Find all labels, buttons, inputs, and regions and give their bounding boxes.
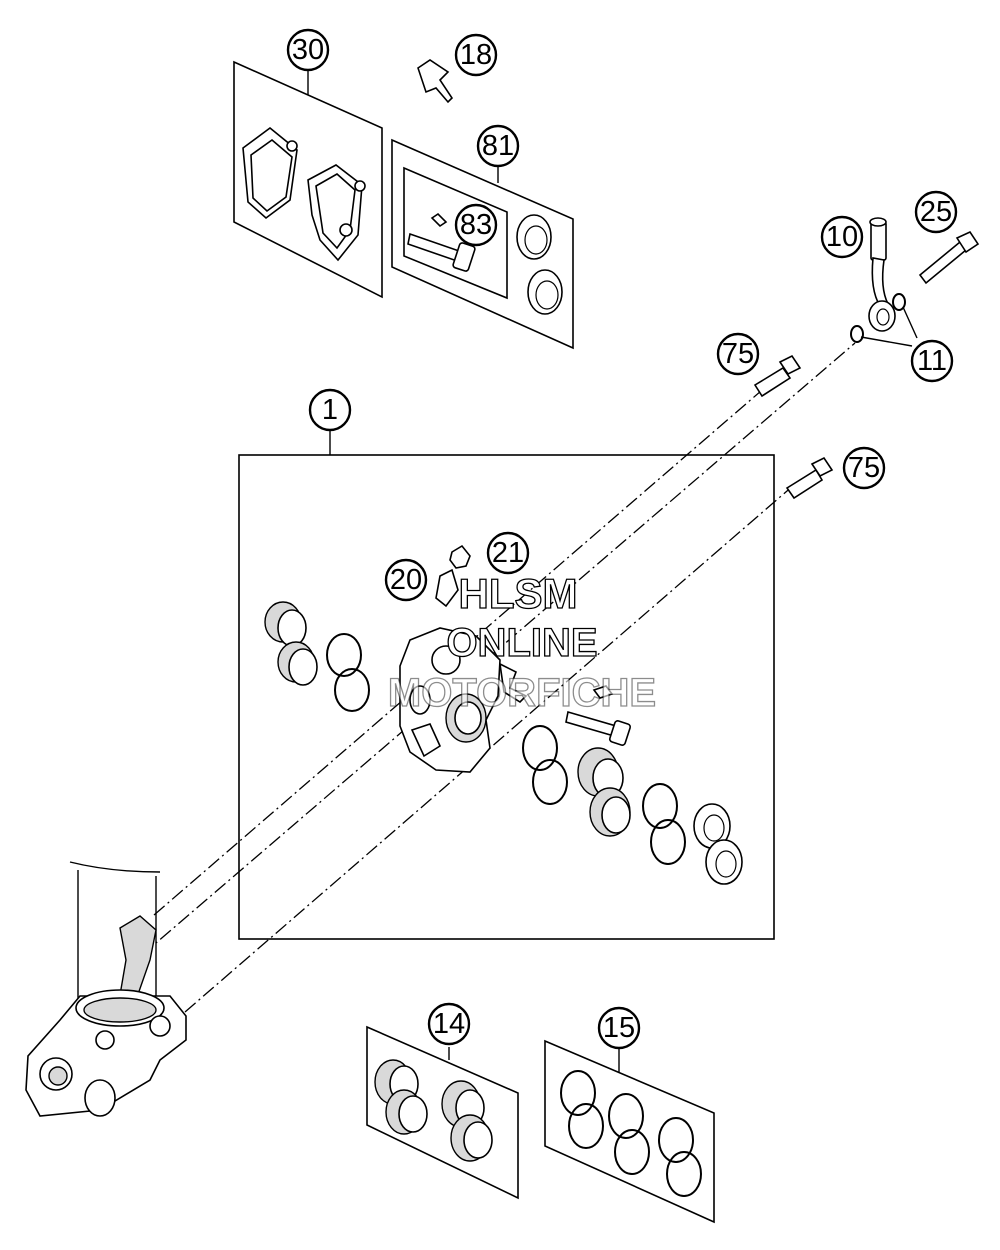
banjo-bolt-25 <box>918 230 980 285</box>
callout-75-lower-label: 75 <box>848 452 880 484</box>
callout-20: 20 <box>384 558 428 602</box>
seals-left <box>326 633 370 712</box>
seals-right <box>522 725 686 865</box>
callout-1-label: 1 <box>322 394 338 426</box>
callout-21: 21 <box>486 531 530 575</box>
callout-75-lower: 75 <box>842 446 886 490</box>
banjo-fitting-10 <box>868 217 896 332</box>
callout-25-label: 25 <box>920 196 952 228</box>
callout-11-label: 11 <box>917 345 947 377</box>
brake-pad-left <box>242 126 298 220</box>
piston-kit-14 <box>374 1059 493 1162</box>
pad-pin-83 <box>407 212 476 272</box>
callout-15-label: 15 <box>603 1012 635 1044</box>
callout-15: 15 <box>597 1006 641 1050</box>
bolt-75-upper <box>753 354 802 398</box>
bleeder-20 <box>435 568 459 608</box>
callout-14: 14 <box>427 1002 471 1046</box>
callout-18-label: 18 <box>460 39 492 71</box>
callout-81-label: 81 <box>482 130 514 162</box>
watermark-line-1: HLSM <box>459 570 578 617</box>
callout-75-upper-label: 75 <box>722 338 754 370</box>
dust-seals-right <box>693 803 743 885</box>
pad-spring-18 <box>417 59 454 104</box>
callout-83: 83 <box>454 203 498 247</box>
callout-10: 10 <box>820 215 864 259</box>
pistons-right <box>577 747 631 837</box>
callout-30-label: 30 <box>292 34 324 66</box>
kit-frame-15 <box>544 1039 715 1224</box>
callout-14-label: 14 <box>433 1008 465 1040</box>
washers-11 <box>850 293 918 347</box>
callout-30: 30 <box>286 28 330 72</box>
callout-1: 1 <box>308 388 352 432</box>
caliper-body <box>399 627 501 773</box>
inner-spring <box>498 662 528 704</box>
seal-pair-81 <box>516 214 563 315</box>
fork-leg <box>25 861 187 1117</box>
seal-kit-15 <box>560 1070 702 1197</box>
callout-20-label: 20 <box>390 564 422 596</box>
watermark-line-3: MOTORFICHE <box>388 671 656 715</box>
callout-18: 18 <box>454 33 498 77</box>
callout-83-label: 83 <box>460 209 492 241</box>
watermark: HLSM ONLINE MOTORFICHE <box>387 569 656 715</box>
watermark-line-2: ONLINE <box>446 621 597 665</box>
callout-75-upper: 75 <box>716 332 760 376</box>
callout-21-label: 21 <box>492 537 524 569</box>
callout-81: 81 <box>476 124 520 168</box>
pistons-left <box>264 601 318 686</box>
brake-pad-right <box>307 164 366 262</box>
bleeder-21 <box>449 544 471 569</box>
callout-25: 25 <box>914 190 958 234</box>
callout-10-label: 10 <box>826 221 858 253</box>
inner-pin <box>565 685 632 746</box>
callout-11: 11 <box>910 339 954 383</box>
bolt-75-lower <box>785 456 834 500</box>
